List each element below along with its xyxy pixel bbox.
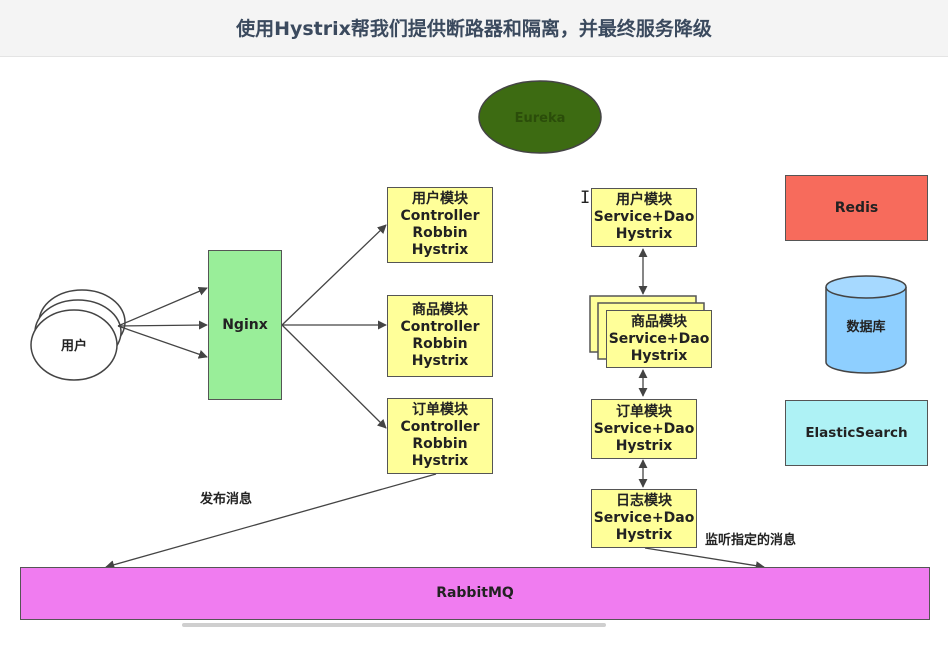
elasticsearch-box: ElasticSearch	[785, 400, 928, 466]
user-service-box: 用户模块 Service+Dao Hystrix	[591, 188, 697, 247]
log-service-box: 日志模块 Service+Dao Hystrix	[591, 489, 697, 548]
user-node: 用户	[30, 289, 126, 381]
goods-controller-box: 商品模块 Controller Robbin Hystrix	[387, 295, 493, 377]
header-bar	[0, 0, 948, 57]
arrow-user-nginx-top	[117, 287, 208, 327]
eureka-label: Eureka	[515, 111, 566, 126]
order-controller-box: 订单模块 Controller Robbin Hystrix	[387, 398, 493, 474]
page-title: 使用Hystrix帮我们提供断路器和隔离，并最终服务降级	[236, 18, 712, 40]
arrow-nginx-user-ctrl	[281, 224, 387, 326]
arrow-user-nginx-bottom	[117, 325, 208, 359]
arrow-publish-message	[105, 473, 437, 570]
text-cursor-icon: I	[580, 188, 591, 208]
rabbitmq-bar: RabbitMQ	[20, 567, 930, 620]
horizontal-scrollbar[interactable]	[182, 623, 606, 627]
nginx-box: Nginx	[208, 250, 282, 400]
eureka-node: Eureka	[478, 80, 602, 154]
redis-box: Redis	[785, 175, 928, 241]
listen-message-label: 监听指定的消息	[705, 533, 797, 548]
arrow-user-nginx-mid	[117, 320, 208, 330]
arrow-listen-message	[644, 547, 765, 571]
user-controller-box: 用户模块 Controller Robbin Hystrix	[387, 187, 493, 263]
database-label: 数据库	[846, 319, 885, 335]
user-label: 用户	[60, 338, 87, 354]
database-node: 数据库	[825, 275, 907, 374]
arrow-nginx-order-ctrl	[281, 324, 387, 429]
order-service-box: 订单模块 Service+Dao Hystrix	[591, 399, 697, 459]
publish-message-label: 发布消息	[200, 492, 253, 507]
goods-service-box: 商品模块 Service+Dao Hystrix	[606, 310, 712, 368]
